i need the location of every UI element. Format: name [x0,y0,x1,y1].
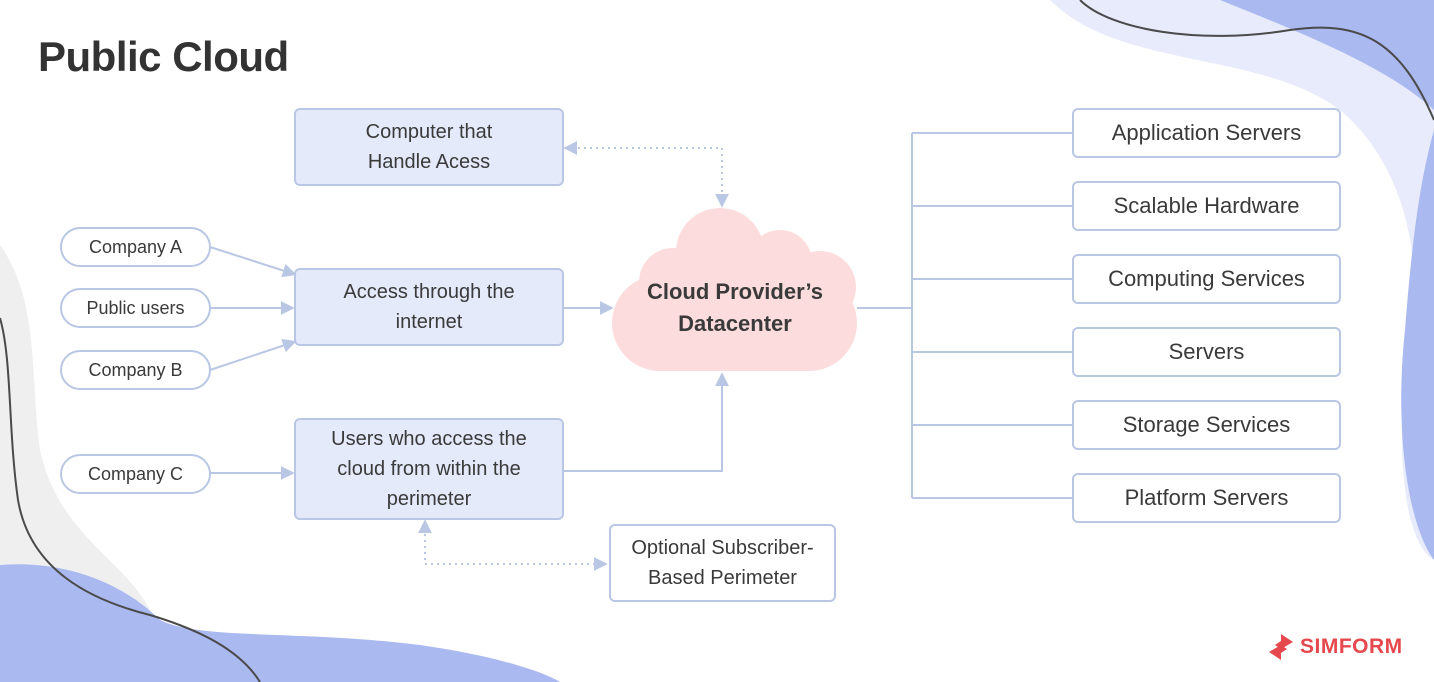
simform-logo-text: SIMFORM [1300,635,1403,658]
simform-logo-icon [1269,634,1293,660]
service-box: Platform Servers [1072,473,1341,523]
left-curve [0,317,261,682]
company-b-arrow [209,338,297,371]
service-box: Application Servers [1072,108,1341,158]
perimeter-users-line-3: perimeter [386,488,472,510]
perimeter-cloud-arrow [564,372,729,472]
right-edge-blob [1401,130,1434,560]
company-a-pill: Company A [60,227,211,267]
cloud-provider-label: Cloud Provider’s Datacenter [615,276,855,340]
cloud-label-line-1: Cloud Provider’s [646,279,824,304]
access-handler-line-2: Handle Acess [367,151,491,173]
access-handler-box: Computer that Handle Acess [294,108,564,186]
services-tree [857,132,1072,499]
service-box: Scalable Hardware [1072,181,1341,231]
cloud-label-line-2: Datacenter [678,311,792,336]
service-box: Servers [1072,327,1341,377]
service-box: Computing Services [1072,254,1341,304]
page-title: Public Cloud [38,33,289,80]
perimeter-optional-connector [418,519,608,571]
top-right-blob-deep [1220,0,1434,110]
perimeter-users-line-1: Users who access the [331,428,527,450]
cloud-shape [612,208,857,371]
optional-perimeter-line-1: Optional Subscriber- [631,537,814,559]
top-right-curve [1079,0,1434,121]
public-users-pill: Public users [60,288,211,328]
perimeter-users-box: Users who access the cloud from within t… [294,418,564,520]
company-a-arrow [209,246,297,278]
bottom-left-blue-blob [0,564,560,682]
optional-perimeter-box: Optional Subscriber- Based Perimeter [609,524,836,602]
perimeter-users-line-2: cloud from within the [337,458,521,480]
company-b-pill: Company B [60,350,211,390]
top-box-cloud-connector [563,141,729,208]
optional-perimeter-line-2: Based Perimeter [648,567,797,589]
internet-access-line-1: Access through the [343,281,515,303]
internet-access-line-2: internet [395,311,463,333]
company-c-pill: Company C [60,454,211,494]
simform-logo: SIMFORM [1266,632,1403,662]
internet-access-box: Access through the internet [294,268,564,346]
service-box: Storage Services [1072,400,1341,450]
access-handler-line-1: Computer that [365,121,493,143]
